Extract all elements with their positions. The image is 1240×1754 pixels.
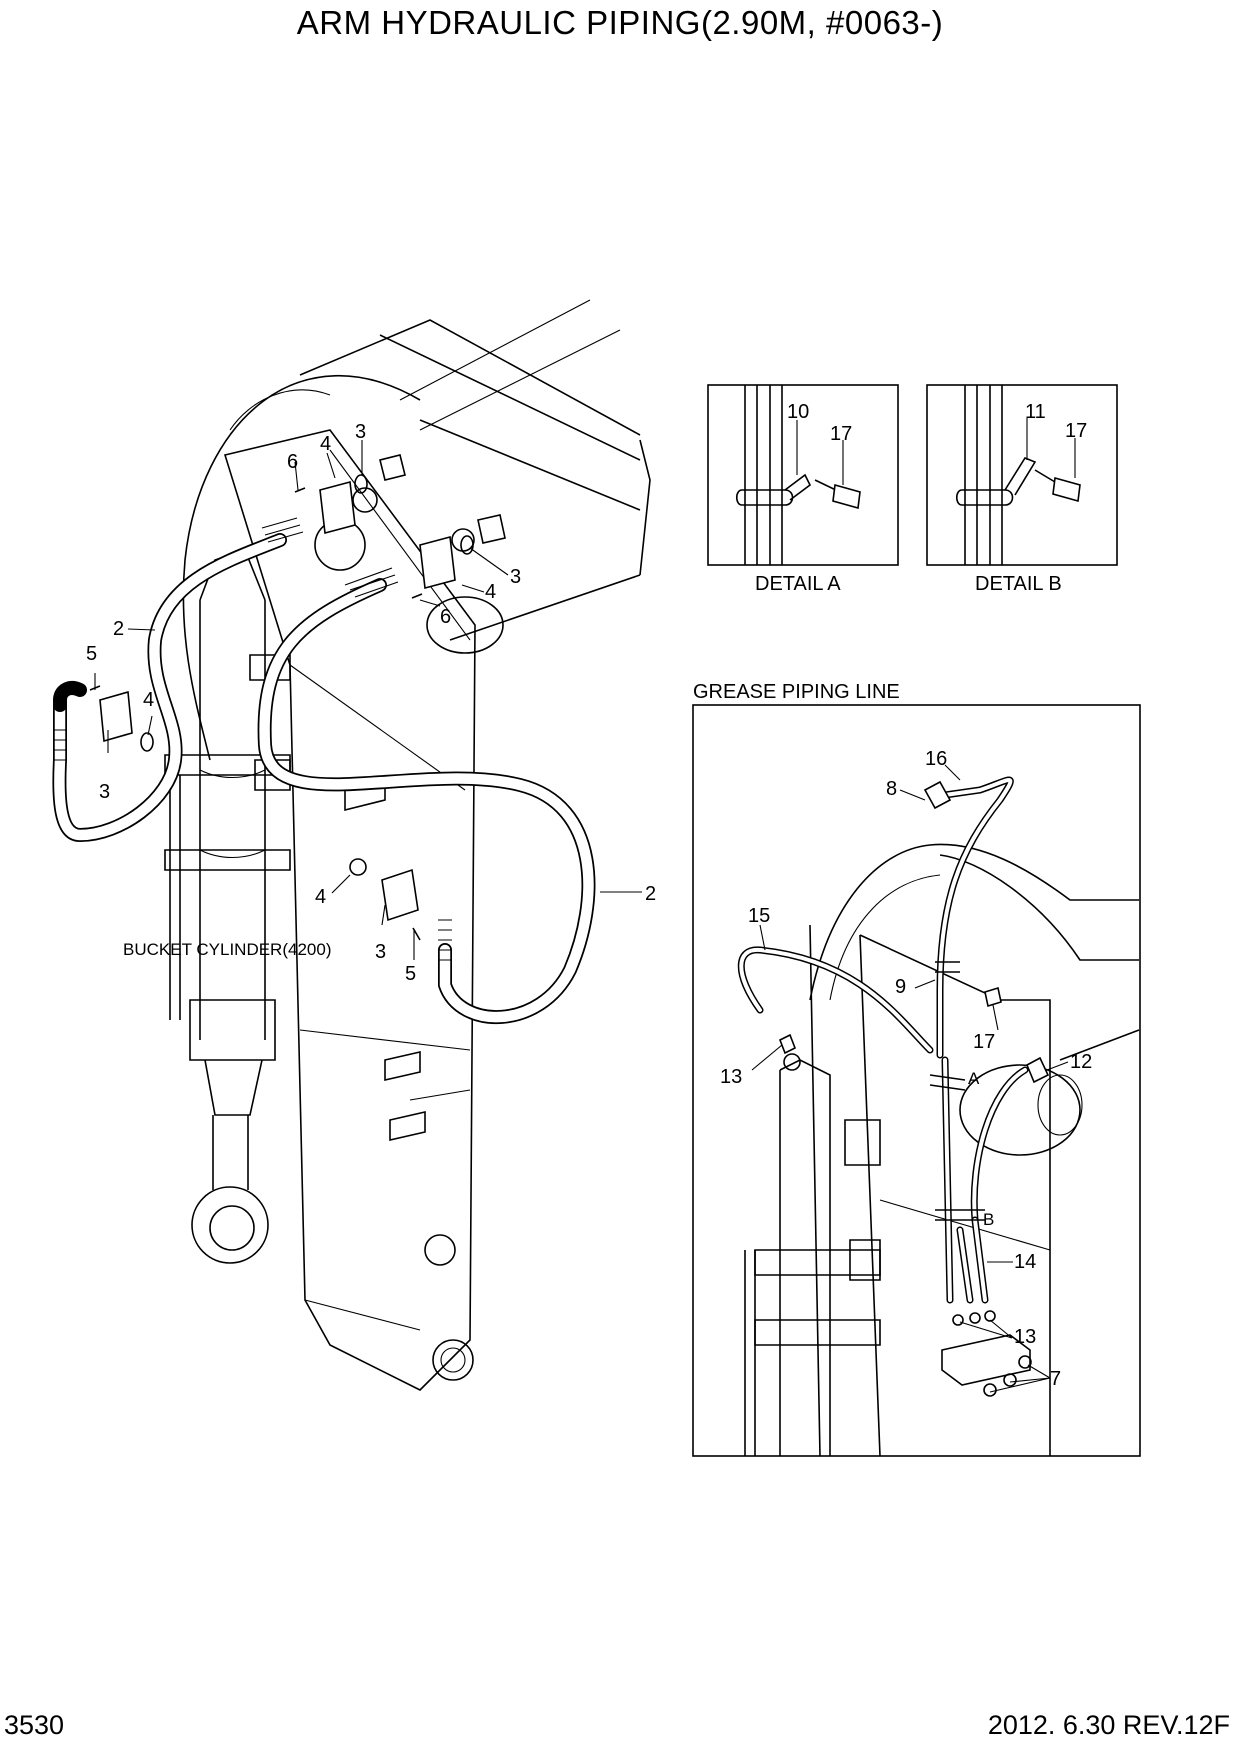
clamp-b-label: B xyxy=(983,1210,994,1229)
grease-piping-box: 16 8 15 9 17 12 13 14 13 7 A B xyxy=(692,704,1141,1457)
callout-13: 13 xyxy=(1014,1326,1036,1348)
clamp-a-label: A xyxy=(968,1069,980,1088)
callout-16: 16 xyxy=(925,748,947,770)
callout-9: 9 xyxy=(895,976,906,998)
callout-3: 3 xyxy=(510,566,521,588)
revision-date: 2012. 6.30 REV.12F xyxy=(987,1710,1230,1740)
hydraulic-hoses xyxy=(52,517,596,1024)
page-number: 3530 xyxy=(4,1710,65,1740)
bucket-cylinder-label: BUCKET CYLINDER(4200) xyxy=(123,940,331,959)
boom-body xyxy=(182,299,651,761)
callout-6: 6 xyxy=(287,451,298,473)
callout-12: 12 xyxy=(1070,1051,1092,1073)
bucket-cylinder xyxy=(164,549,291,1264)
detail-a-box: 10 17 xyxy=(707,384,899,566)
callout-2: 2 xyxy=(113,618,124,640)
callout-17: 17 xyxy=(1065,420,1087,442)
callout-6: 6 xyxy=(440,606,451,628)
main-callout-leaders xyxy=(94,440,642,960)
callout-4: 4 xyxy=(320,433,331,455)
callout-4: 4 xyxy=(485,581,496,603)
callout-3: 3 xyxy=(375,941,386,963)
main-callouts: 6 4 3 3 4 6 2 5 4 3 4 3 5 2 xyxy=(86,421,656,985)
detail-b-box: 11 17 xyxy=(926,384,1118,566)
callout-17: 17 xyxy=(973,1031,995,1053)
callout-3: 3 xyxy=(355,421,366,443)
callout-11: 11 xyxy=(1025,401,1046,423)
callout-10: 10 xyxy=(787,401,809,423)
page-title: ARM HYDRAULIC PIPING(2.90M, #0063-) xyxy=(296,4,944,41)
grease-piping-line-label: GREASE PIPING LINE xyxy=(693,681,900,703)
callout-7: 7 xyxy=(1050,1368,1061,1390)
detail-b-label: DETAIL B xyxy=(975,573,1062,595)
callout-14: 14 xyxy=(1014,1251,1036,1273)
detail-a-label: DETAIL A xyxy=(755,573,841,595)
callout-8: 8 xyxy=(886,778,897,800)
arm-body xyxy=(223,429,476,1391)
callout-13: 13 xyxy=(720,1066,742,1088)
callout-4: 4 xyxy=(143,689,154,711)
callout-5: 5 xyxy=(405,963,416,985)
callout-2: 2 xyxy=(645,883,656,905)
callout-5: 5 xyxy=(86,643,97,665)
callout-15: 15 xyxy=(748,905,770,927)
callout-17: 17 xyxy=(830,423,852,445)
flange-fittings xyxy=(53,454,506,941)
callout-3: 3 xyxy=(99,781,110,803)
callout-4: 4 xyxy=(315,886,326,908)
